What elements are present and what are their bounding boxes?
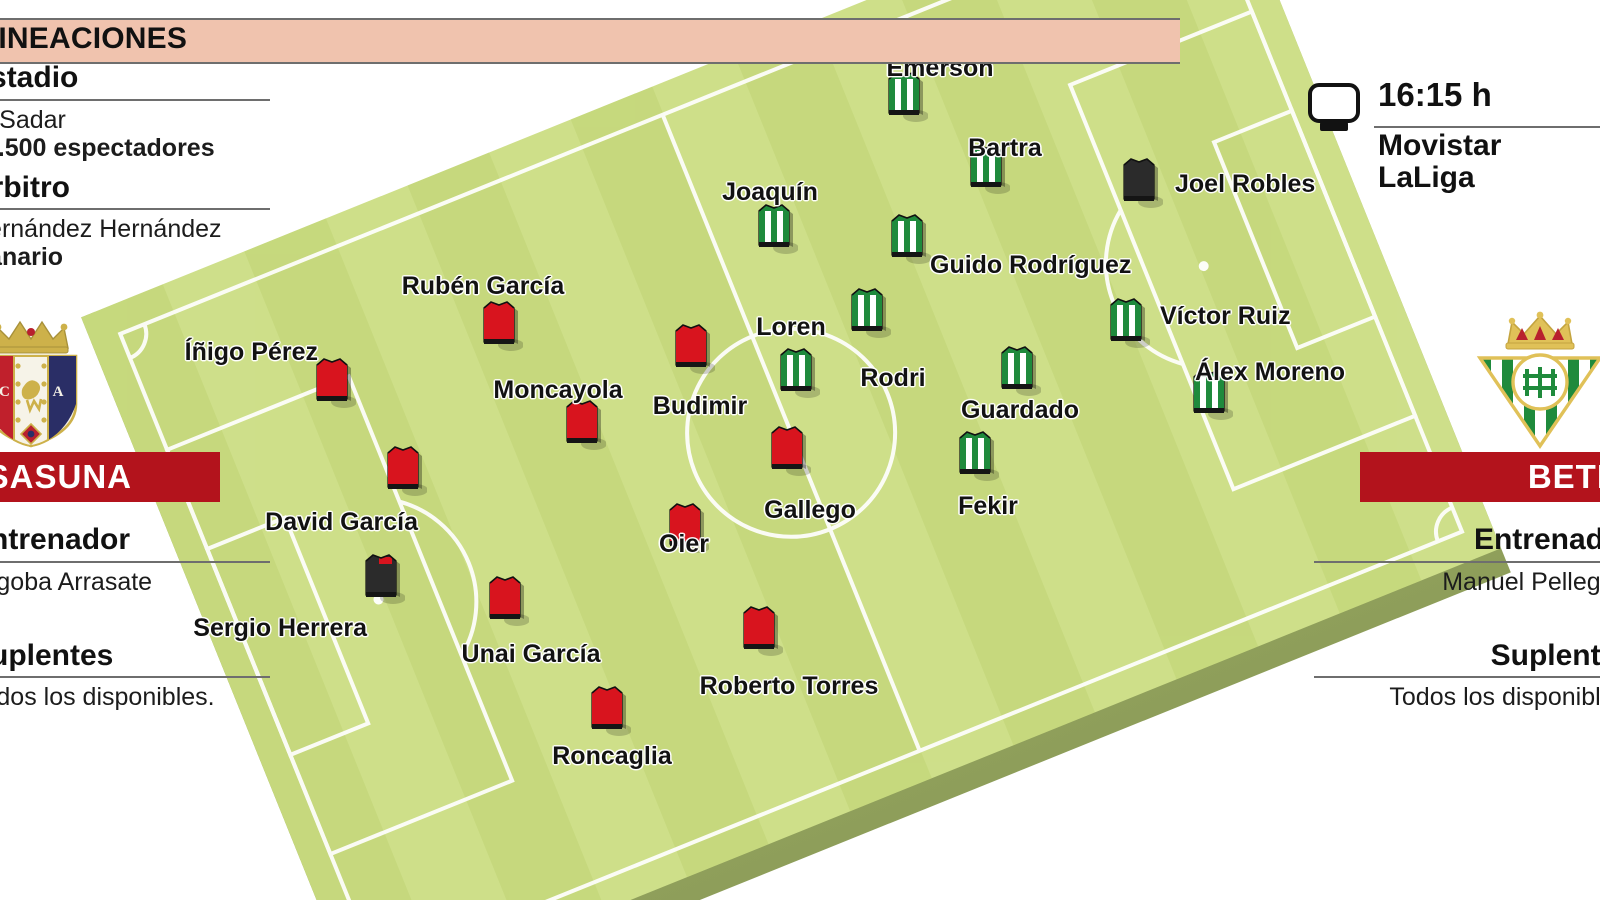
home-coach-name: Jagoba Arrasate <box>0 567 153 596</box>
divider <box>1314 560 1600 563</box>
stadium-label: Estadio <box>0 61 79 94</box>
player-marker <box>359 551 406 605</box>
divider <box>0 560 270 563</box>
channel-line-1: Movistar <box>1378 129 1502 162</box>
player-marker <box>765 423 812 477</box>
away-team-name: BETIS <box>1527 458 1600 495</box>
svg-text:C: C <box>0 384 10 400</box>
divider <box>1374 126 1600 128</box>
page-title: ALINEACIONES <box>0 22 188 55</box>
away-coach-block: Entrenador Manuel Pellegrini <box>1314 524 1600 596</box>
referee-name: Hernández Hernández <box>0 215 222 243</box>
player-marker <box>477 298 524 352</box>
divider <box>0 676 270 678</box>
stadium-name: El Sadar <box>0 105 66 134</box>
home-staff-panel: Entrenador Jagoba Arrasate Suplentes Tod… <box>0 524 270 715</box>
referee-label: Árbitro <box>0 170 70 204</box>
player-label: Loren <box>756 313 826 341</box>
osasuna-crest: C A <box>0 308 90 448</box>
home-subs-block: Suplentes Todos los disponibles. <box>0 638 270 711</box>
stadium-block: Estadio El Sadar 18.500 espectadores <box>0 62 270 162</box>
player-label: Guardado <box>960 396 1080 424</box>
home-coach-block: Entrenador Jagoba Arrasate <box>0 524 270 596</box>
player-label: Oier <box>658 530 710 558</box>
player-marker <box>845 285 892 339</box>
player-label: Álex Moreno <box>1195 358 1346 386</box>
player-label: Roncaglia <box>552 742 672 770</box>
player-marker <box>560 397 607 451</box>
player-label: Bartra <box>968 134 1042 162</box>
channel-line-2: LaLiga <box>1378 161 1475 195</box>
home-subs-list: Todos los disponibles. <box>0 683 215 711</box>
away-subs-block: Suplentes Todos los disponibles. <box>1314 638 1600 711</box>
broadcast-channel: Movistar LaLiga <box>1378 129 1502 195</box>
away-staff-panel: Entrenador Manuel Pellegrini Suplentes T… <box>1314 524 1600 715</box>
away-coach-label: Entrenador <box>1473 523 1600 556</box>
player-label: Gallego <box>764 496 856 524</box>
player-marker <box>953 428 1000 482</box>
player-marker <box>381 443 428 497</box>
home-coach-label: Entrenador <box>0 523 131 556</box>
player-label: Joaquín <box>722 178 818 206</box>
player-marker <box>585 683 632 737</box>
home-team-name: OSASUNA <box>0 458 133 495</box>
divider <box>0 208 270 210</box>
player-label: Rubén García <box>401 272 565 300</box>
player-marker <box>885 211 932 265</box>
away-subs-list: Todos los disponibles. <box>1389 683 1600 711</box>
referee-committee: Canario <box>0 243 64 271</box>
home-subs-label: Suplentes <box>0 638 114 672</box>
player-label: Moncayola <box>493 376 623 404</box>
player-marker <box>1117 155 1164 209</box>
player-label: Guido Rodríguez <box>930 251 1132 279</box>
player-marker <box>669 321 716 375</box>
player-label: Fekir <box>958 492 1018 520</box>
divider <box>1314 676 1600 678</box>
svg-text:A: A <box>53 384 64 400</box>
player-label: Unai García <box>461 640 601 668</box>
kickoff-time: 16:15 h <box>1378 76 1492 113</box>
player-label: Joel Robles <box>1175 170 1316 198</box>
player-label: David García <box>265 508 418 536</box>
away-coach-name: Manuel Pellegrini <box>1442 567 1600 596</box>
player-label: Íñigo Pérez <box>184 338 318 366</box>
referee-block: Árbitro Hernández Hernández Canario <box>0 170 270 271</box>
player-marker <box>483 573 530 627</box>
away-subs-label: Suplentes <box>1490 638 1600 672</box>
player-marker <box>737 603 784 657</box>
tv-icon <box>1306 82 1362 136</box>
match-info-panel: Estadio El Sadar 18.500 espectadores Árb… <box>0 62 270 275</box>
player-marker <box>774 345 821 399</box>
player-marker <box>995 343 1042 397</box>
player-label: Budimir <box>652 392 748 420</box>
player-marker <box>752 201 799 255</box>
player-label: Roberto Torres <box>699 672 879 700</box>
player-label: Víctor Ruiz <box>1160 302 1291 330</box>
player-label: Rodri <box>860 364 926 392</box>
betis-crest <box>1470 306 1600 454</box>
broadcast-panel: 16:15 h Movistar LaLiga <box>1296 76 1600 198</box>
divider <box>0 98 270 101</box>
player-marker <box>1104 295 1151 349</box>
stadium-capacity: 18.500 espectadores <box>0 133 215 162</box>
